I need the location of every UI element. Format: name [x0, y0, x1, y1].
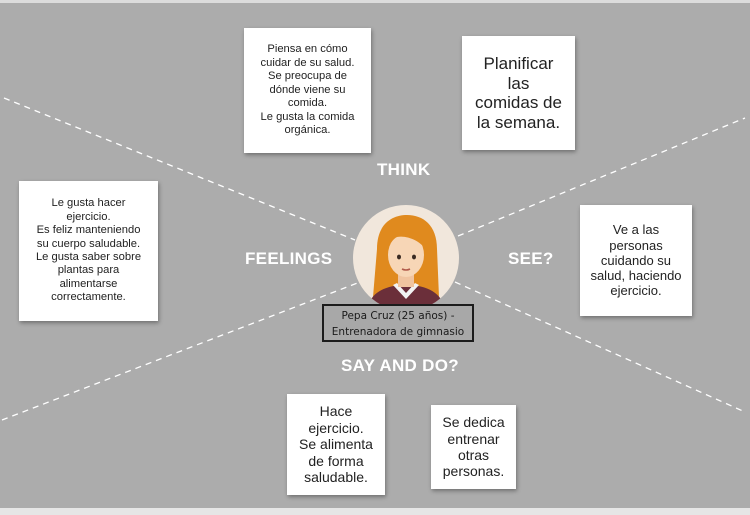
- note-see-text: Ve a las personas cuidando su salud, hac…: [590, 222, 682, 299]
- persona-caption: Pepa Cruz (25 años) - Entrenadora de gim…: [322, 304, 474, 342]
- persona-portrait-icon: [367, 215, 445, 311]
- note-do-exercise[interactable]: Hace ejercicio. Se alimenta de forma sal…: [287, 394, 385, 495]
- persona-name: Pepa Cruz (25 años) -: [341, 310, 455, 322]
- note-think-health[interactable]: Piensa en cómo cuidar de su salud. Se pr…: [244, 28, 371, 153]
- note-think-health-text: Piensa en cómo cuidar de su salud. Se pr…: [260, 42, 355, 137]
- note-feelings[interactable]: Le gusta hacer ejercicio. Es feliz mante…: [19, 181, 158, 321]
- note-think-plan-text: Planificar las comidas de la semana.: [475, 54, 562, 132]
- note-do-train-text: Se dedica entrenar otras personas.: [442, 414, 505, 480]
- section-label-say-and-do: SAY AND DO?: [341, 356, 459, 375]
- divider-line-bottom-left: [1, 281, 361, 421]
- note-feelings-text: Le gusta hacer ejercicio. Es feliz mante…: [35, 197, 142, 304]
- section-label-feelings: FEELINGS: [245, 249, 333, 268]
- note-think-plan[interactable]: Planificar las comidas de la semana.: [462, 36, 575, 150]
- note-do-train[interactable]: Se dedica entrenar otras personas.: [431, 405, 516, 489]
- section-label-think: THINK: [377, 160, 431, 179]
- persona-avatar: [353, 205, 459, 311]
- divider-line-top-right: [457, 117, 746, 237]
- bottom-strip: [0, 508, 750, 515]
- divider-line-top-left: [3, 97, 356, 241]
- divider-line-bottom-right: [454, 281, 746, 413]
- section-label-see: SEE?: [508, 249, 554, 268]
- persona-role: Entrenadora de gimnasio: [331, 326, 465, 338]
- top-strip: [0, 0, 750, 3]
- note-see[interactable]: Ve a las personas cuidando su salud, hac…: [580, 205, 692, 316]
- note-do-exercise-text: Hace ejercicio. Se alimenta de forma sal…: [299, 403, 373, 486]
